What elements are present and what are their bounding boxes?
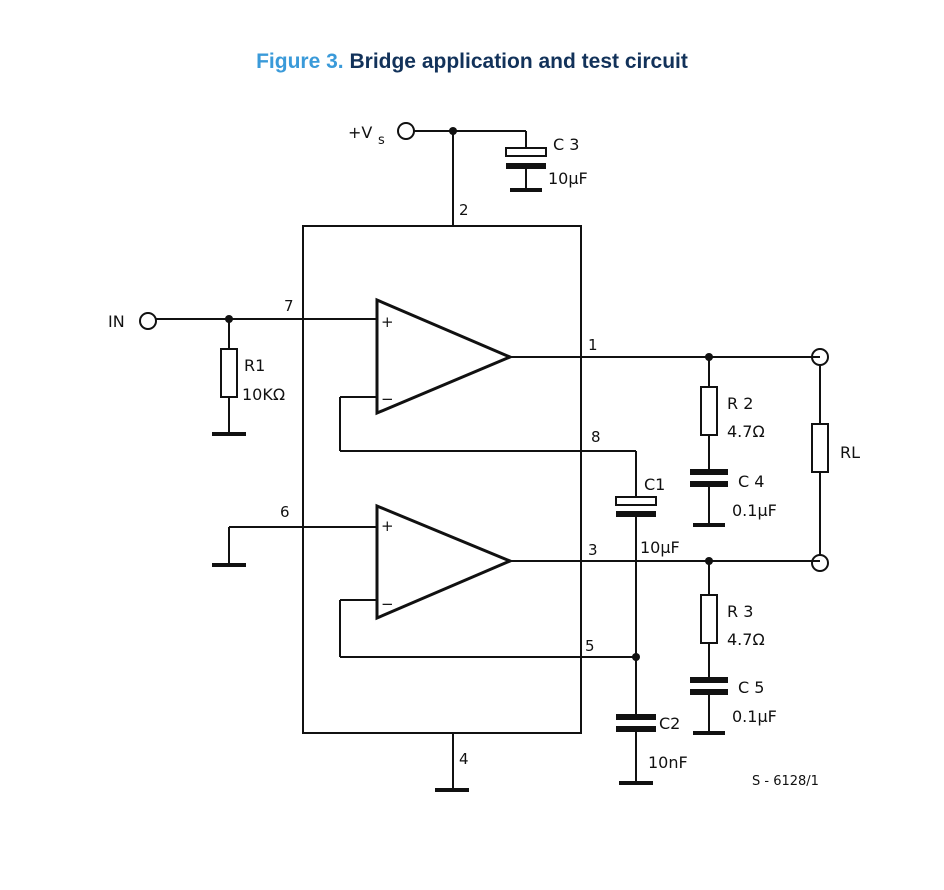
c2-value: 10nF — [648, 753, 688, 772]
r3-value: 4.7Ω — [727, 630, 765, 649]
pin-2-label: 2 — [459, 201, 469, 219]
drawing-code: S - 6128/1 — [752, 774, 819, 789]
r3-c5-network: R 3 4.7Ω C 5 0.1μF — [690, 557, 777, 735]
input-label: IN — [108, 312, 125, 331]
c1-c2-network: C1 10μF C2 10nF — [615, 451, 688, 785]
lower-amplifier: + − 3 5 — [339, 503, 820, 658]
figure-number: Figure 3. — [256, 50, 344, 73]
lower-amp-plus: + — [381, 517, 394, 535]
r1-value: 10KΩ — [242, 385, 285, 404]
r3-resistor — [700, 594, 718, 644]
r1-label: R1 — [244, 356, 265, 375]
ic-package — [302, 225, 582, 734]
c3-label: C 3 — [553, 135, 579, 154]
c5-value: 0.1μF — [732, 707, 777, 726]
input-network: IN 7 R1 10KΩ — [108, 297, 377, 436]
input-terminal — [139, 312, 157, 330]
pin-7-label: 7 — [284, 297, 294, 315]
supply-terminal — [397, 122, 415, 140]
r1-resistor — [220, 348, 238, 398]
r2-c4-network: R 2 4.7Ω C 4 0.1μF — [690, 353, 777, 527]
figure-title: Figure 3. Bridge application and test ci… — [0, 50, 944, 74]
c3-positive-plate — [505, 147, 547, 157]
c4-value: 0.1μF — [732, 501, 777, 520]
c4-label: C 4 — [738, 472, 764, 491]
lower-amp-minus: − — [381, 595, 394, 613]
pin-4-label: 4 — [459, 750, 469, 768]
c2-label: C2 — [659, 714, 680, 733]
c3-value: 10μF — [548, 169, 588, 188]
c1-positive-plate — [615, 496, 657, 506]
load-network: RL — [811, 348, 860, 572]
rl-label: RL — [840, 443, 860, 462]
pin-6-label: 6 — [280, 503, 290, 521]
pin-5-label: 5 — [585, 637, 595, 655]
supply-network: +V s 2 C 3 10μF — [348, 122, 588, 226]
r2-resistor — [700, 386, 718, 436]
supply-subscript: s — [378, 133, 385, 148]
pin-3-label: 3 — [588, 541, 598, 559]
lower-amp-triangle — [375, 503, 514, 621]
upper-amp-plus: + — [381, 313, 394, 331]
rl-resistor — [811, 423, 829, 473]
figure-caption: Bridge application and test circuit — [349, 50, 688, 73]
c1-value: 10μF — [640, 538, 680, 557]
r3-label: R 3 — [727, 602, 753, 621]
upper-amp-minus: − — [381, 390, 394, 408]
r2-value: 4.7Ω — [727, 422, 765, 441]
pin-8-label: 8 — [591, 428, 601, 446]
load-terminal-bottom — [811, 554, 829, 572]
supply-label: +V — [348, 123, 372, 142]
pin-5-junction — [632, 653, 640, 661]
upper-amp-triangle — [375, 297, 514, 416]
pin-6-ground-network: 6 — [212, 503, 377, 567]
pin-4-ground-network: 4 — [435, 733, 469, 792]
upper-amplifier: + − 1 8 — [339, 297, 820, 452]
c1-label: C1 — [644, 475, 665, 494]
r2-label: R 2 — [727, 394, 753, 413]
pin-1-label: 1 — [588, 336, 598, 354]
c5-label: C 5 — [738, 678, 764, 697]
